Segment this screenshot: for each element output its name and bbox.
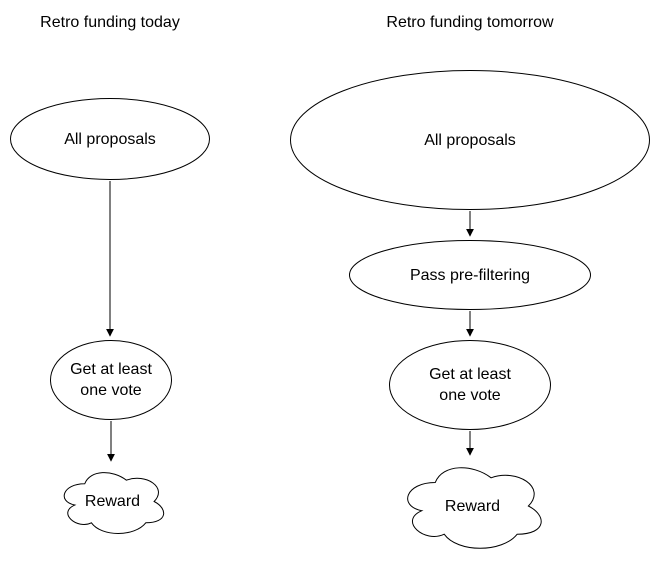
node-label: All proposals [64, 130, 156, 148]
ellipse-shape [10, 98, 210, 180]
node-right-get-one-vote: Get at least one vote [389, 340, 551, 430]
node-right-all-proposals: All proposals [290, 70, 650, 210]
node-label: Get at least one vote [429, 366, 511, 404]
node-left-reward: Reward [57, 466, 168, 537]
node-label: Reward [84, 493, 141, 510]
node-left-all-proposals: All proposals [10, 98, 210, 180]
node-label: Get at least one vote [70, 361, 152, 399]
node-right-reward: Reward [398, 459, 547, 553]
cloud-shape [398, 459, 547, 553]
node-label: Reward [444, 497, 501, 515]
right-column-title: Retro funding tomorrow [386, 14, 554, 31]
node-label: Pass pre-filtering [409, 266, 531, 284]
node-right-pass-prefiltering: Pass pre-filtering [349, 240, 591, 310]
left-column-title: Retro funding today [40, 14, 180, 31]
ellipse-shape [389, 340, 551, 430]
node-label: All proposals [424, 131, 516, 149]
cloud-shape [57, 466, 168, 537]
ellipse-shape [290, 70, 650, 210]
ellipse-shape [50, 340, 172, 420]
node-left-get-one-vote: Get at least one vote [50, 340, 172, 420]
ellipse-shape [349, 240, 591, 310]
